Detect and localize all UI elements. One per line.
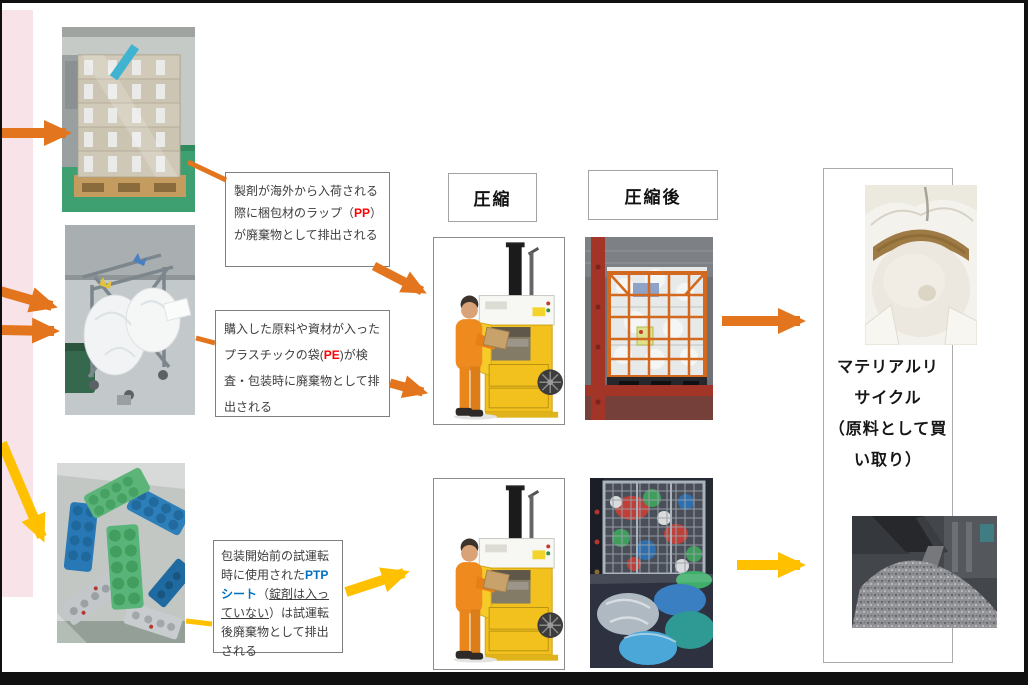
frame-left xyxy=(0,0,2,685)
photo-baler-machine-top xyxy=(433,237,565,425)
arrow-note3-to-baler xyxy=(344,567,410,597)
arrow-note2-to-baler xyxy=(388,375,429,399)
photo-plastic-bag-cart xyxy=(65,225,195,415)
note-text-segment: 製剤が海外から入荷される際に梱包材のラップ（ xyxy=(234,184,379,220)
recycle-label-line: サイクル xyxy=(854,390,922,407)
note-text-segment: 包装開始前の試運転時に使用された xyxy=(221,549,330,582)
label-compression: 圧縮 xyxy=(448,173,537,222)
note-text-segment: PE xyxy=(323,348,340,362)
note-pp-wrap-text: 製剤が海外から入荷される際に梱包材のラップ（PP）が廃棄物として排出される xyxy=(234,184,378,242)
note-text-segment: 錠剤は入っていない xyxy=(221,587,330,620)
frame-bottom xyxy=(0,672,1028,685)
note-pp-wrap: 製剤が海外から入荷される際に梱包材のラップ（PP）が廃棄物として排出される xyxy=(225,172,390,267)
arrow-note1-to-baler xyxy=(371,262,427,295)
left-pink-band xyxy=(2,10,33,597)
material-recycle-label: マテリアルリ サイクル （原料として買 い取り） xyxy=(818,352,958,476)
label-compression-text: 圧縮 xyxy=(473,190,512,209)
note-text-segment: PTPシート xyxy=(221,568,329,601)
photo-compressed-bales-rack xyxy=(585,237,713,420)
note-text-segment: ）は試運転後廃棄物として排出される xyxy=(221,606,330,658)
note-pe-bags: 購入した原料や資材が入ったプラスチックの袋(PE)が検査・包装時に廃棄物として排… xyxy=(215,310,390,417)
photo-shredded-material xyxy=(852,516,997,628)
note-text-segment: )が検査・包装時に廃棄物として排出される xyxy=(224,348,380,414)
photo-recycled-white-material xyxy=(865,185,977,345)
connector-ptp-to-note xyxy=(185,618,213,627)
label-after-compression-text: 圧縮後 xyxy=(624,187,682,207)
label-after-compression: 圧縮後 xyxy=(588,170,718,220)
recycle-label-line: い取り） xyxy=(853,452,922,469)
note-text-segment: PP xyxy=(354,206,371,220)
note-text-segment: 購入した原料や資材が入ったプラスチックの袋( xyxy=(224,322,381,362)
frame-top xyxy=(0,0,1028,3)
note-ptp-sheets: 包装開始前の試運転時に使用されたPTPシート（錠剤は入っていない）は試運転後廃棄… xyxy=(213,540,343,658)
connector-cart-to-note xyxy=(195,335,216,346)
note-text-segment: （ xyxy=(257,587,270,601)
recycle-label-line: （原料として買 xyxy=(828,421,948,438)
note-text-segment: ）が廃棄物として排出される xyxy=(234,206,378,242)
photo-shrink-wrapped-pallet xyxy=(62,27,195,212)
frame-right xyxy=(1024,0,1028,685)
note-pe-bags-text: 購入した原料や資材が入ったプラスチックの袋(PE)が検査・包装時に廃棄物として排… xyxy=(224,322,380,414)
recycle-label-line: マテリアルリ xyxy=(837,359,939,376)
photo-baler-machine-bottom xyxy=(433,478,565,670)
note-ptp-sheets-text: 包装開始前の試運転時に使用されたPTPシート（錠剤は入っていない）は試運転後廃棄… xyxy=(221,549,329,658)
photo-ptp-blister-sheets xyxy=(57,463,185,643)
photo-compressed-ptp-cage xyxy=(590,478,713,668)
